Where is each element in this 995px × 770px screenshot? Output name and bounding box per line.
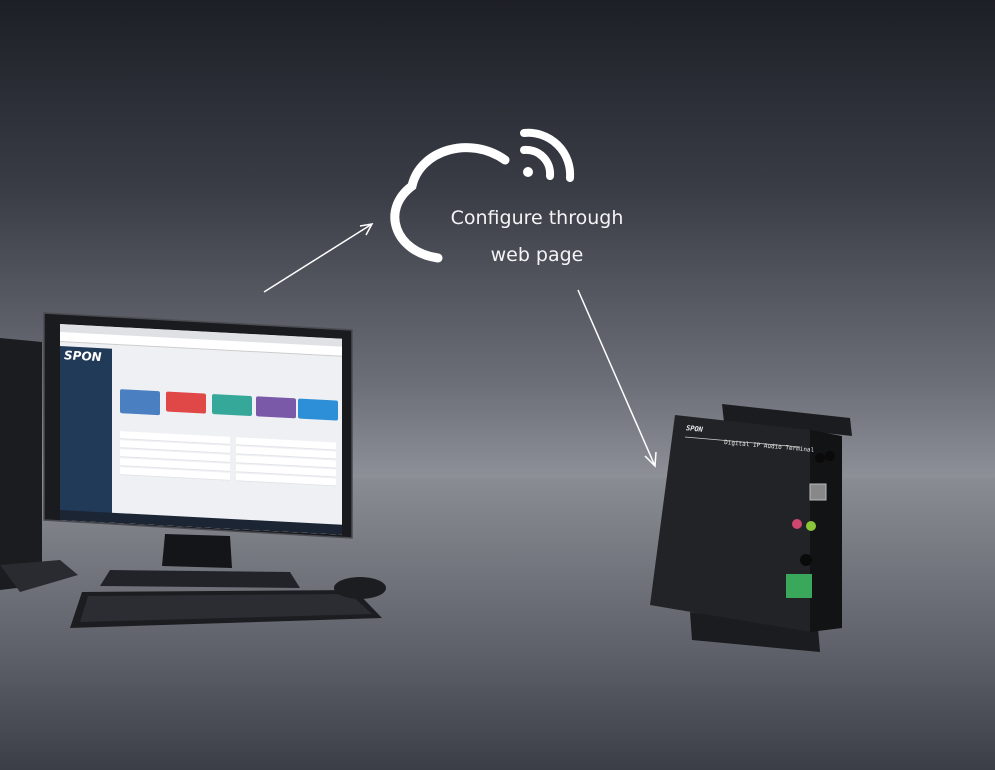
caption-line1: Configure through <box>450 207 624 229</box>
mouse <box>334 577 386 599</box>
terminal-block <box>786 574 812 598</box>
card <box>298 398 338 421</box>
card <box>120 389 160 416</box>
caption-line2: web page <box>490 244 584 266</box>
cloud-icon <box>390 143 510 263</box>
sidebar <box>60 346 112 523</box>
device <box>650 415 810 632</box>
card <box>256 396 296 419</box>
device-brand: SPON <box>685 424 704 434</box>
line-in-jack <box>806 521 816 531</box>
card <box>212 393 252 417</box>
spon-logo: SPON <box>64 348 102 365</box>
monitor-screen: SPON <box>60 324 342 535</box>
line-out-jack <box>792 519 802 529</box>
card <box>166 391 206 414</box>
wifi-icon <box>520 128 575 182</box>
arrow-icon <box>263 223 657 468</box>
lan-port <box>809 483 827 501</box>
